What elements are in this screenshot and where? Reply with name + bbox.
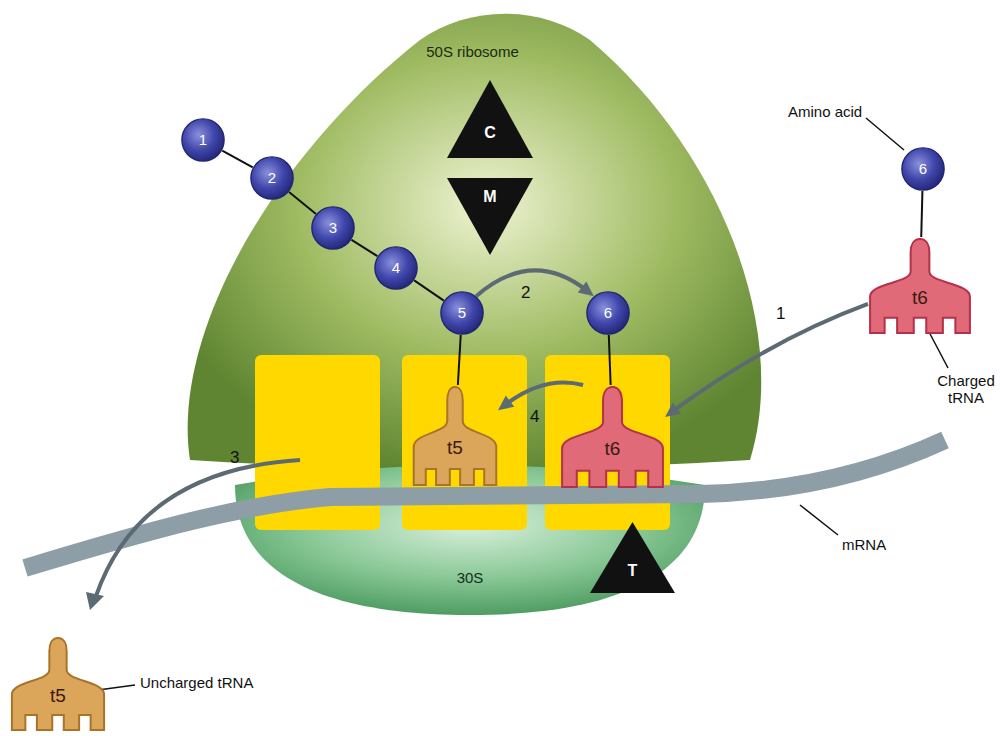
callout-label: Uncharged tRNA [140,674,253,691]
node-label: 50S ribosome [423,42,523,62]
node-label: 1 [181,131,225,149]
exit-arrowhead [86,592,104,610]
node-shape [870,239,970,333]
factor-triangle: M [447,178,533,255]
amino-acid: 6 [901,147,945,191]
callout-label: Amino acid [788,103,862,120]
node-shape [312,207,354,249]
step-number: 3 [230,448,239,468]
peptide-bond [222,151,252,168]
node-outline [412,385,498,485]
connector-line [352,240,378,256]
connector-line [506,382,583,404]
connector-line [458,335,461,385]
node-shape [441,292,483,334]
node-label: 6 [586,304,630,322]
node-outline [10,636,106,730]
amino-acid: 5 [440,291,484,335]
node-shape [590,522,675,593]
peptide-bond [458,335,461,385]
node-label: t6 [868,287,972,309]
amino-acid: 3 [311,206,355,250]
node-label: 3 [311,219,355,237]
peptide-bond [414,280,444,300]
leader-line [928,330,948,368]
node-shape [12,638,104,730]
peptide-bond [289,192,316,214]
step-arrow [476,270,594,296]
amino-acid: 6 [586,291,630,335]
amino-acid: 4 [374,246,418,290]
peptide-bond [352,240,378,256]
node-label: T [590,561,675,581]
trna-shape: t6 [868,237,972,333]
connector-line [609,335,611,385]
trna-shape: t6 [560,385,665,487]
node-label: 5 [440,304,484,322]
connector-line [289,192,316,214]
node-label: 2 [250,169,294,187]
node-label: t5 [412,437,498,459]
connector-line [921,191,922,237]
step-number: 4 [530,407,539,427]
step-arrow [498,382,583,410]
node-shape [375,247,417,289]
factor-triangle: C [447,80,533,158]
node-label: 6 [901,160,945,178]
node-label: 4 [374,259,418,277]
node-label: M [447,187,533,207]
node-shape [447,178,533,255]
node-shape [447,80,533,158]
step-number: 2 [521,283,530,303]
node-shape [562,387,663,487]
factor-triangle: T [590,522,675,593]
callout-label: mRNA [842,536,886,553]
connector-line [222,151,252,168]
exit-arrow [96,460,300,596]
connector-line [476,270,586,296]
step-number: 1 [776,304,785,324]
node-label: t5 [10,685,106,707]
trna-shape: t5 [10,636,106,730]
node-shape [587,292,629,334]
node-shape [902,148,944,190]
connector-line [414,280,444,300]
leader-line [98,685,135,690]
trna-shape: t5 [412,385,498,485]
node-outline [868,237,972,333]
peptide-bond [921,191,922,237]
node-shape [251,157,293,199]
node-label: t6 [560,438,665,460]
peptide-bond [609,335,611,385]
arrowhead [665,402,681,417]
arrowhead [498,396,514,411]
leader-line [866,118,904,150]
arrowhead [578,281,594,296]
step-arrow [665,304,868,417]
connector-line [673,304,868,411]
node-shape [414,387,497,485]
callout-label: Charged tRNA [930,372,1002,407]
node-outline [447,80,533,158]
node-outline [590,522,675,593]
node-outline [560,385,665,487]
leader-line [800,505,838,535]
node-shape [182,119,224,161]
amino-acid: 2 [250,156,294,200]
node-label: C [447,123,533,143]
amino-acid: 1 [181,118,225,162]
